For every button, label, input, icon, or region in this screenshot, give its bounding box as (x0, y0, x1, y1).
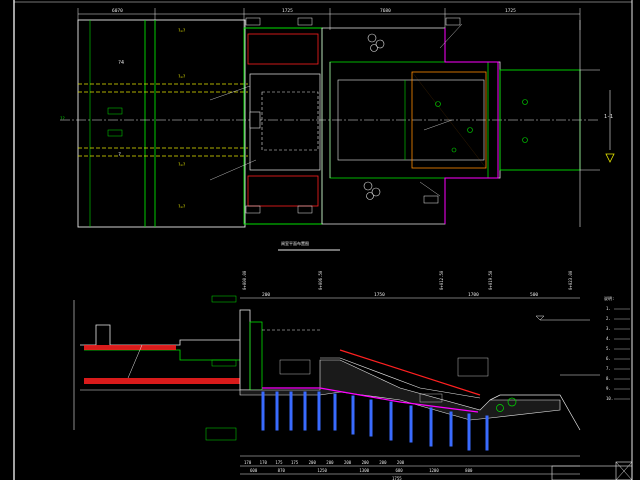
section-dim-3: 1700 (468, 292, 479, 298)
svg-text:2.: 2. (606, 316, 611, 321)
svg-text:?=?: ?=? (178, 162, 186, 167)
section-dim-2: 1750 (374, 292, 385, 298)
plan-left-label: ?? (60, 116, 65, 121)
svg-text:9.: 9. (606, 386, 611, 391)
bottom-total-dim: 1755 (392, 476, 402, 480)
plan-dim-3: 7680 (380, 8, 391, 14)
station-label-3: 0+012.50 (439, 270, 444, 290)
bottom-dims-row2: 600 870 1250 1300 680 1200 800 (250, 468, 473, 473)
station-label-5: 0+023.00 (568, 270, 573, 290)
section-dim-1: 200 (262, 292, 270, 298)
plan-dim-1: 6070 (112, 8, 123, 14)
svg-text:1.: 1. (606, 306, 611, 311)
plan-dim-2: 1725 (282, 8, 293, 14)
svg-text:10.: 10. (606, 396, 613, 401)
svg-text:5.: 5. (606, 346, 611, 351)
section-view: 0+000.00 0+006.50 0+012.50 0+019.50 0+02… (73, 270, 633, 480)
station-label-1: 0+000.00 (242, 270, 247, 290)
svg-text:?=?: ?=? (178, 74, 186, 79)
svg-text:6.: 6. (606, 356, 611, 361)
svg-text:3.: 3. (606, 326, 611, 331)
notes-title: 说明: (604, 295, 614, 301)
plan-view: 6070 1725 7680 1725 ?4 ? ?? ?=? ?=? ?=? … (60, 8, 615, 251)
svg-text:7.: 7. (606, 366, 611, 371)
svg-text:?=?: ?=? (178, 28, 186, 33)
station-label-4: 0+019.50 (488, 270, 493, 290)
section-dim-4: 500 (530, 292, 538, 298)
bottom-dims-row1: 170 170 175 175 200 200 200 200 200 200 (244, 460, 405, 465)
svg-text:4.: 4. (606, 336, 611, 341)
plan-dim-4: 1725 (505, 8, 516, 14)
svg-text:?=?: ?=? (178, 204, 186, 209)
svg-text:8.: 8. (606, 376, 611, 381)
svg-text:?4: ?4 (118, 60, 124, 66)
station-label-2: 0+006.50 (318, 270, 323, 290)
section-cut-mark: 1-1 (604, 114, 613, 120)
notes-block: 说明: 1. 2. 3. 4. 5. 6. 7. 8. 9. 10. (604, 295, 630, 401)
svg-text:?: ? (118, 152, 121, 158)
plan-title: 闸室平面布置图 (281, 240, 309, 246)
